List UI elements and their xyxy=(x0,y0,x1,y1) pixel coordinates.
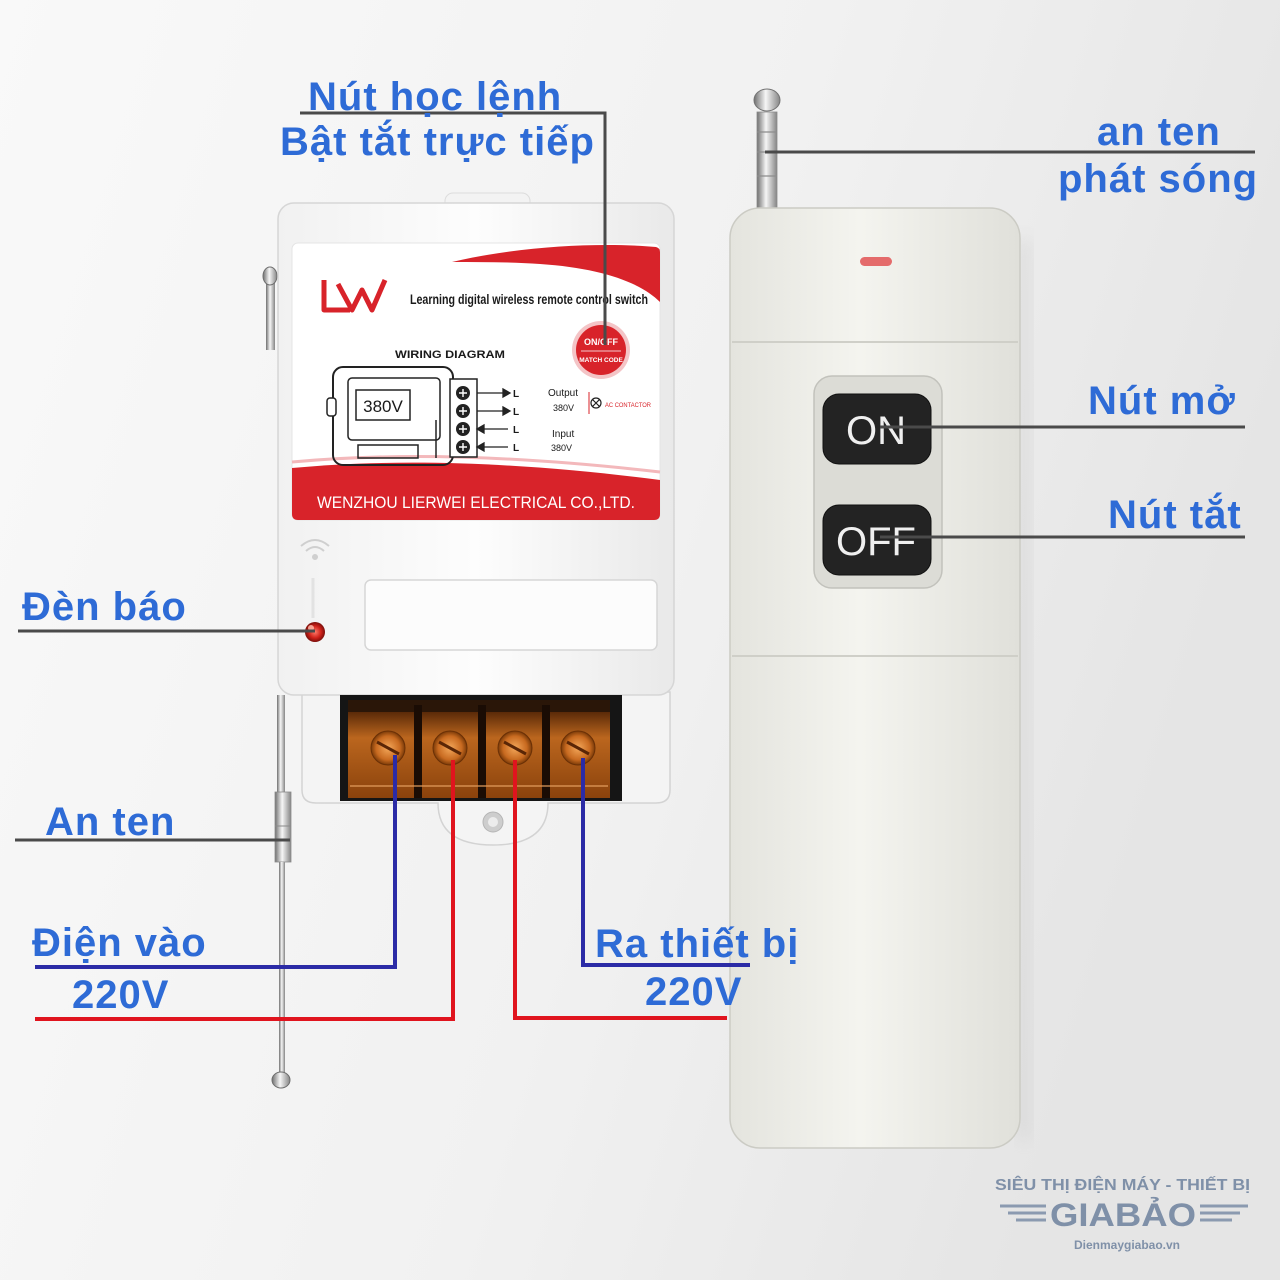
input-arrow-head xyxy=(475,423,485,435)
logo-letter-l xyxy=(321,280,350,313)
wire-input-live xyxy=(35,760,455,1021)
remote-led xyxy=(860,257,892,266)
module-terminals xyxy=(456,386,470,454)
wireless-icon-dot xyxy=(312,554,318,560)
watermark-brand: GIABẢO xyxy=(1050,1197,1196,1233)
match-code-button: ON/OFF MATCH CODE xyxy=(572,321,630,379)
wireless-icon xyxy=(300,539,330,560)
input-label: Input xyxy=(552,429,574,440)
terminal-arrows xyxy=(475,387,512,453)
label-indicator-light: Đèn báo xyxy=(22,585,187,629)
output-arrow-head xyxy=(502,405,512,417)
receiver-antenna-thick-segment xyxy=(274,791,292,863)
label-power-in-line1: Điện vào xyxy=(32,921,207,965)
receiver-unit: Learning digital wireless remote control… xyxy=(277,192,675,846)
remote-on-label: ON xyxy=(846,409,906,453)
module-terminal-screws xyxy=(459,389,467,451)
module-voltage: 380V xyxy=(363,397,403,416)
label-power-in-line2: 220V xyxy=(72,973,169,1017)
module-mount-ear xyxy=(326,397,337,417)
terminal-label: L xyxy=(513,425,519,436)
watermark-right-wing xyxy=(1200,1204,1248,1222)
wiring-diagram-title: WIRING DIAGRAM xyxy=(395,349,505,361)
remote-off-button: OFF xyxy=(822,504,932,576)
product-name: Learning digital wireless remote control… xyxy=(410,291,648,307)
terminal-block xyxy=(340,695,622,801)
watermark-website: Dienmaygiabao.vn xyxy=(1074,1238,1180,1252)
sticker-bottom-band xyxy=(292,462,660,520)
label-learn-button-line1: Nút học lệnh xyxy=(308,75,562,119)
wire-input-neutral xyxy=(35,755,397,969)
terminal-screw-slots xyxy=(376,740,590,756)
module-voltage-box xyxy=(355,389,411,421)
terminal-divider xyxy=(414,705,422,798)
input-voltage: 380V xyxy=(551,443,572,453)
wire-output-neutral xyxy=(581,758,750,967)
label-transmit-antenna-line1: an ten xyxy=(1097,110,1221,154)
receiver-antenna-bottom-knob xyxy=(271,1071,291,1089)
module-bottom-slot xyxy=(357,444,419,459)
watermark-left-wing xyxy=(1000,1204,1046,1222)
wireless-icon-arc xyxy=(300,539,330,547)
receiver-window xyxy=(364,579,658,651)
contactor-label: AC CONTACTOR xyxy=(605,402,651,409)
remote-off-label: OFF xyxy=(836,520,916,564)
receiver-antenna-upper-rod xyxy=(266,278,275,350)
wireless-icon-arc xyxy=(305,546,325,552)
remote-antenna-rod xyxy=(756,111,778,213)
module-front-panel xyxy=(347,377,441,441)
brand-logo xyxy=(321,279,388,313)
label-learn-button-line2: Bật tắt trực tiếp xyxy=(280,118,595,164)
output-voltage: 380V xyxy=(553,403,574,413)
mounting-hole-inner xyxy=(488,817,498,827)
match-code-button-line2: MATCH CODE xyxy=(579,357,623,364)
remote-body xyxy=(729,207,1021,1149)
contactor-lamp-cross xyxy=(592,399,600,407)
output-label: Output xyxy=(548,388,578,399)
receiver-antenna-lower-rod xyxy=(277,695,285,795)
label-power-out-line2: 220V xyxy=(645,970,742,1014)
callout-learn-button xyxy=(300,111,607,345)
label-off-button: Nút tắt xyxy=(1108,491,1242,537)
label-transmit-antenna-line2: phát sóng xyxy=(1058,157,1258,201)
wiring-diagram: WIRING DIAGRAM 380V xyxy=(326,349,651,466)
remote-on-button-face xyxy=(822,393,932,465)
remote-antenna-tip xyxy=(753,88,781,112)
remote-antenna xyxy=(753,88,781,213)
label-power-out-line1: Ra thiết bị xyxy=(595,922,799,966)
match-code-button-line1: ON/OFF xyxy=(584,337,618,347)
terminal-label: L xyxy=(513,443,519,454)
manufacturer-name: WENZHOU LIERWEI ELECTRICAL CO.,LTD. xyxy=(317,493,635,512)
remote-off-button-face xyxy=(822,504,932,576)
receiver-label-sticker: Learning digital wireless remote control… xyxy=(291,242,661,521)
input-arrow-head xyxy=(475,441,485,453)
match-code-button-face xyxy=(576,325,626,375)
wire-output-live xyxy=(513,760,727,1020)
receiver-antenna-tip xyxy=(262,266,278,286)
terminal-divider xyxy=(542,705,550,798)
terminal-label: L xyxy=(513,389,519,400)
remote-on-button: ON xyxy=(822,393,932,465)
output-arrow-head xyxy=(502,387,512,399)
remote-control: ON OFF xyxy=(729,88,1032,1149)
watermark-tagline: SIÊU THỊ ĐIỆN MÁY - THIẾT BỊ xyxy=(995,1175,1250,1194)
watermark: SIÊU THỊ ĐIỆN MÁY - THIẾT BỊ GIABẢO Dien… xyxy=(995,1175,1250,1252)
logo-letter-w xyxy=(335,279,388,313)
label-on-button: Nút mở xyxy=(1088,379,1236,423)
label-receiver-antenna: An ten xyxy=(45,800,175,844)
terminal-label: L xyxy=(513,407,519,418)
sticker-top-swoosh xyxy=(452,244,660,302)
terminal-divider xyxy=(478,705,486,798)
